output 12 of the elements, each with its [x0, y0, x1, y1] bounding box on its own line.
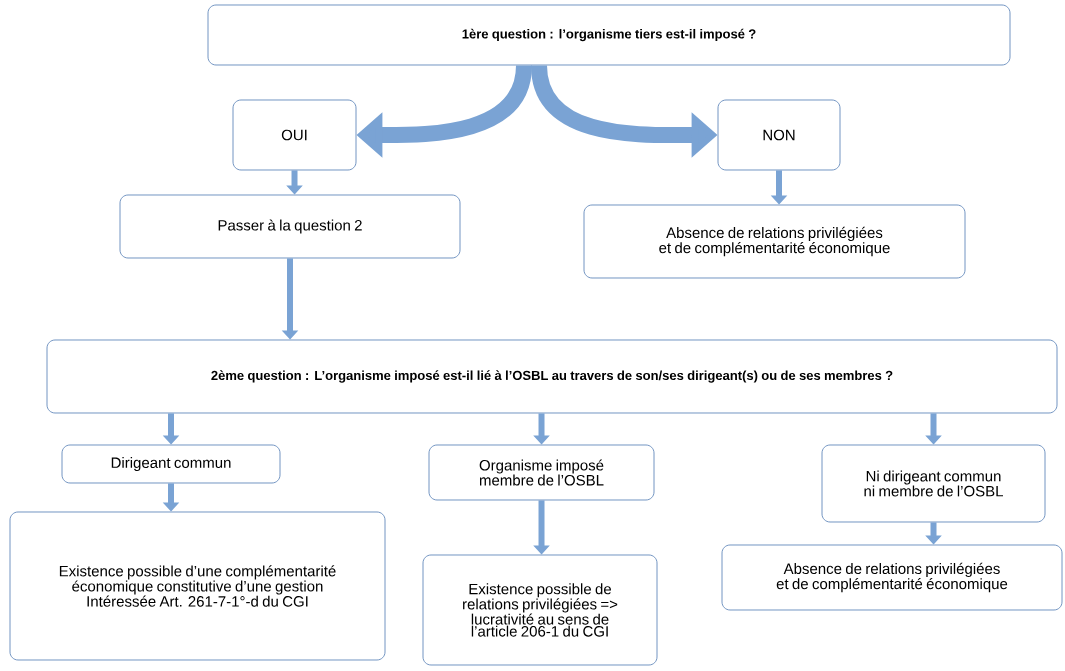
result-box: Absence de relations privilégiées et de complémentarité économique — [583, 204, 966, 279]
answer-box: NON — [717, 99, 841, 171]
answer-box: Dirigeant commun — [61, 444, 281, 484]
answer-box: Ni dirigeant commun ni membre de l’OSBL — [821, 444, 1046, 523]
result-box: Existence possible d’une complémentarité économique constitutive d’une gestion Intéressée Art. 261-7-1°-d du CGI — [9, 511, 386, 661]
question-box: 1ère question : l’organisme tiers est-il imposé ? — [207, 4, 1011, 66]
answer-box: OUI — [232, 99, 357, 171]
process-box: Passer à la question 2 — [119, 194, 461, 259]
result-box: Absence de relations privilégiées et de complémentarité économique — [721, 544, 1063, 611]
answer-box: Organisme imposé membre de l’OSBL — [428, 444, 655, 501]
question-box: 2ème question : L’organisme imposé est-il lié à l’OSBL au travers de son/ses dirigeant(s) ou de ses membres ? — [46, 339, 1058, 414]
result-box: Existence possible de relations privilégiées => lucrativité au sens de l’article 206-1 du CGI — [422, 554, 658, 666]
